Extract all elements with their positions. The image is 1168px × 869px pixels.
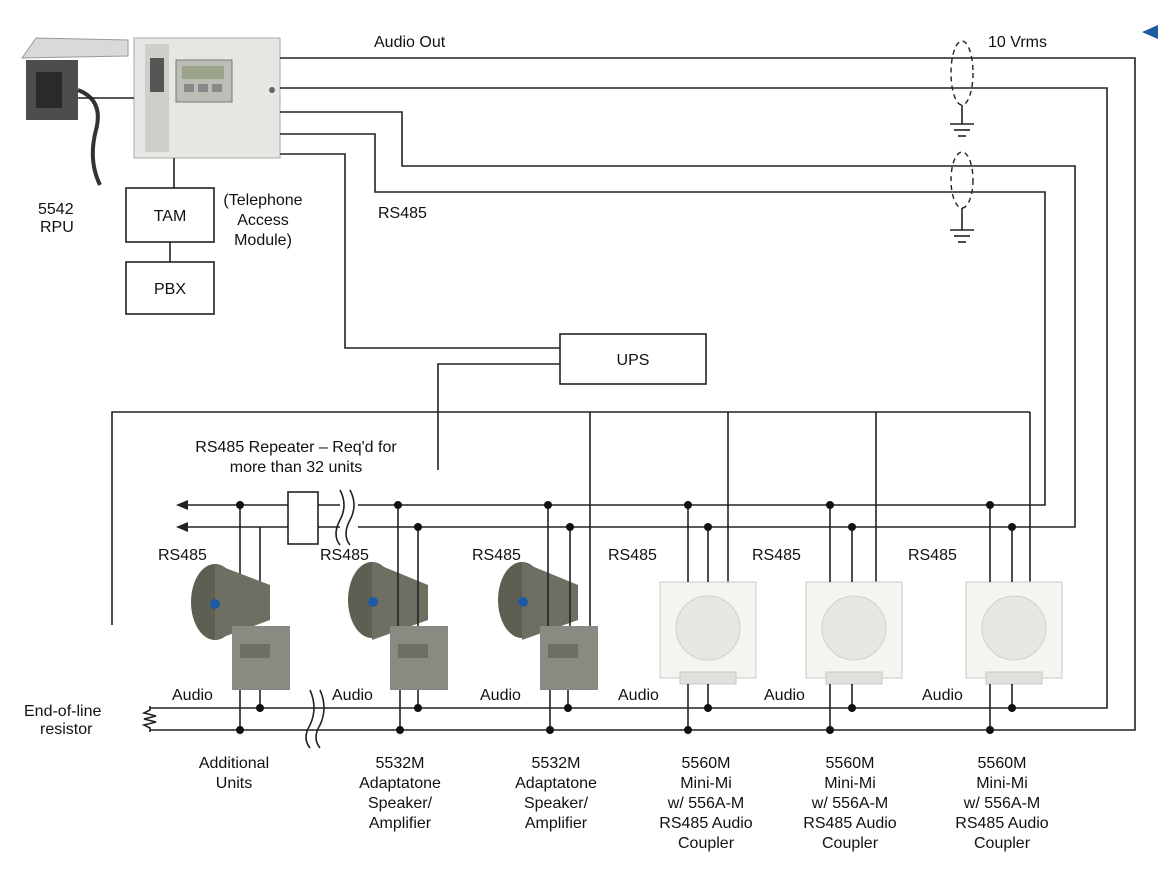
shield-ground-symbols [950, 40, 974, 243]
horn-speaker-1 [191, 564, 290, 690]
audio-label-5: Audio [764, 687, 805, 704]
svg-text:w/ 556A-M: w/ 556A-M [811, 795, 888, 812]
tam-desc-line-1: (Telephone [223, 192, 302, 209]
horn-speaker-3 [498, 562, 598, 690]
svg-text:RS485 Audio: RS485 Audio [955, 815, 1049, 832]
pbx-box [125, 261, 215, 315]
caption-device-3: 5532M Adaptatone Speaker/ Amplifier [515, 755, 597, 832]
rs485-label-6: RS485 [908, 547, 957, 564]
svg-text:Adaptatone: Adaptatone [359, 775, 441, 792]
caption-device-2: 5532M Adaptatone Speaker/ Amplifier [359, 755, 441, 832]
vrms-label: 10 Vrms [988, 34, 1047, 51]
svg-text:Coupler: Coupler [822, 835, 879, 852]
tam-desc-line-3: Module) [234, 232, 292, 249]
caption-device-4: 5560M Mini-Mi w/ 556A-M RS485 Audio Coup… [659, 755, 753, 852]
rpu-handset-enclosure [21, 37, 134, 186]
svg-text:Mini-Mi: Mini-Mi [680, 775, 732, 792]
audio-bus-break [305, 689, 325, 749]
svg-text:5532M: 5532M [376, 755, 425, 772]
rs485-label-5: RS485 [752, 547, 801, 564]
repeater-label-line-2: more than 32 units [230, 459, 363, 476]
audio-label-2: Audio [332, 687, 373, 704]
eol-label-line-1: End-of-line [24, 703, 101, 720]
svg-text:Adaptatone: Adaptatone [515, 775, 597, 792]
svg-text:Mini-Mi: Mini-Mi [824, 775, 876, 792]
wall-speaker-2 [805, 581, 903, 685]
ups-label: UPS [617, 352, 650, 369]
wall-speaker-1 [659, 581, 757, 685]
control-panel [133, 37, 281, 159]
svg-text:RS485 Audio: RS485 Audio [803, 815, 897, 832]
rpu-label-name: RPU [40, 219, 74, 236]
ups-box [559, 333, 707, 385]
svg-text:Coupler: Coupler [974, 835, 1031, 852]
svg-text:RS485 Audio: RS485 Audio [659, 815, 753, 832]
caption-device-5: 5560M Mini-Mi w/ 556A-M RS485 Audio Coup… [803, 755, 897, 852]
rs485-label-3: RS485 [472, 547, 521, 564]
horn-speaker-2 [348, 562, 448, 690]
tam-label: TAM [154, 208, 187, 225]
tam-box [125, 187, 215, 243]
audio-out-label: Audio Out [374, 34, 446, 51]
repeater-label-line-1: RS485 Repeater – Req'd for [195, 439, 397, 456]
pbx-label: PBX [154, 281, 186, 298]
audio-label-6: Audio [922, 687, 963, 704]
svg-text:w/ 556A-M: w/ 556A-M [667, 795, 744, 812]
svg-text:w/ 556A-M: w/ 556A-M [963, 795, 1040, 812]
audio-label-3: Audio [480, 687, 521, 704]
eol-label-line-2: resistor [40, 721, 93, 738]
additional-units-line-2: Units [216, 775, 252, 792]
audio-label-1: Audio [172, 687, 213, 704]
svg-text:5532M: 5532M [532, 755, 581, 772]
svg-text:Coupler: Coupler [678, 835, 735, 852]
rs485-label-4: RS485 [608, 547, 657, 564]
wall-speaker-3 [965, 581, 1063, 685]
svg-text:5560M: 5560M [826, 755, 875, 772]
tam-desc-line-2: Access [237, 212, 289, 229]
rs485-repeater-box [287, 491, 319, 545]
svg-text:5560M: 5560M [978, 755, 1027, 772]
additional-units-line-1: Additional [199, 755, 269, 772]
svg-text:Speaker/: Speaker/ [524, 795, 589, 812]
rs485-top-label: RS485 [378, 205, 427, 222]
svg-text:Speaker/: Speaker/ [368, 795, 433, 812]
audio-label-4: Audio [618, 687, 659, 704]
svg-text:Amplifier: Amplifier [369, 815, 432, 832]
svg-text:5560M: 5560M [682, 755, 731, 772]
end-of-line-resistor [141, 706, 240, 732]
svg-text:Amplifier: Amplifier [525, 815, 588, 832]
rs485-label-1: RS485 [158, 547, 207, 564]
page-marker-icon [1142, 25, 1158, 39]
caption-device-6: 5560M Mini-Mi w/ 556A-M RS485 Audio Coup… [955, 755, 1049, 852]
power-bus [111, 411, 1031, 640]
rs485-label-2: RS485 [320, 547, 369, 564]
rpu-label-model: 5542 [38, 201, 74, 218]
svg-text:Mini-Mi: Mini-Mi [976, 775, 1028, 792]
